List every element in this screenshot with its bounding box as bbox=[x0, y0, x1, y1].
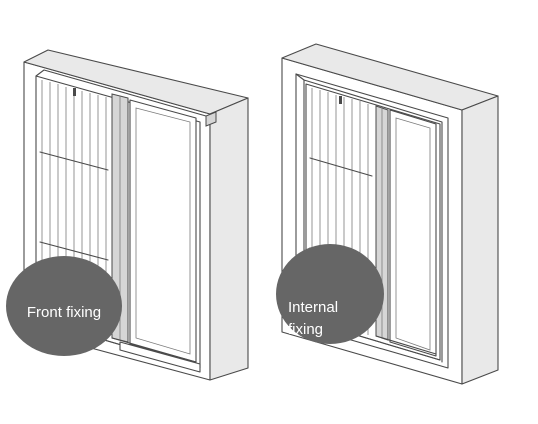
front-frame-depth-side bbox=[209, 97, 249, 381]
front-fixing-label-bubble: Front fixing bbox=[6, 256, 122, 356]
internal-frame-depth-side bbox=[461, 95, 499, 385]
internal-fixing-label-line1: Internal bbox=[288, 299, 338, 316]
internal-glass-panel bbox=[389, 109, 437, 357]
front-fixing-label: Front fixing bbox=[27, 304, 101, 321]
front-frame-inner-reveal bbox=[35, 69, 207, 117]
internal-fixing-label-bubble: Internal fixing bbox=[276, 244, 384, 344]
front-glass-panel bbox=[129, 99, 197, 363]
internal-fixing-label-line2: fixing bbox=[288, 321, 323, 338]
